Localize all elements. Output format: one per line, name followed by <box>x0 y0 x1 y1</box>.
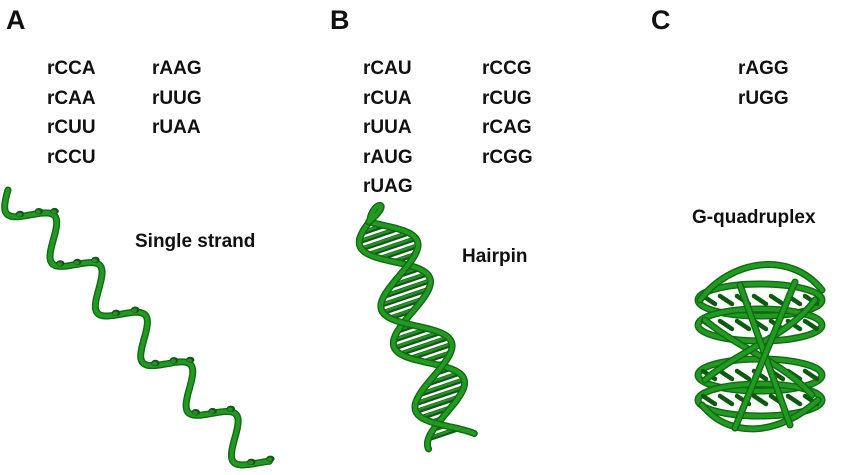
sequence-label: rUUG <box>152 87 202 109</box>
single-strand-rna-structure <box>1 186 275 469</box>
sequence-list-a-col2: rAAG rUUG rUAA <box>152 54 202 143</box>
sequence-list-a-col1: rCCA rCAA rCUU rCCU <box>47 54 96 172</box>
sequence-label: rUAA <box>152 117 201 138</box>
sequence-label: rAAG <box>152 58 202 79</box>
sequence-list-b-col2: rCCG rCUG rCAG rCGG <box>482 54 533 172</box>
sequence-label: rCCA <box>47 58 96 79</box>
sequence-label: rUAG <box>363 176 413 197</box>
sequence-label: rCCG <box>482 58 532 79</box>
sequence-label: rCUA <box>363 87 412 109</box>
sequence-label: rCAU <box>363 58 412 79</box>
panel-letter-b: B <box>330 5 350 35</box>
sequence-label: rCGG <box>482 146 533 168</box>
sequence-label: rCUG <box>482 87 532 109</box>
panel-letter-c: C <box>651 5 671 35</box>
g-quadruplex-rna-structure <box>694 261 826 433</box>
panel-letter-a: A <box>6 5 26 35</box>
sequence-list-c: rAGG rUGG <box>738 54 789 113</box>
structure-label-g-quadruplex: G-quadruplex <box>692 207 816 228</box>
sequence-list-b-col1: rCAU rCUA rUUA rAUG rUAG <box>363 54 413 202</box>
sequence-label: rAUG <box>363 146 413 168</box>
structure-label-hairpin: Hairpin <box>462 246 528 267</box>
sequence-label: rCAA <box>47 87 96 109</box>
hairpin-rna-structure <box>355 202 478 453</box>
sequence-label: rUUA <box>363 117 412 138</box>
sequence-label: rUGG <box>738 87 789 109</box>
structure-label-single-strand: Single strand <box>135 231 256 252</box>
sequence-label: rCCU <box>47 146 96 168</box>
sequence-label: rAGG <box>738 58 789 79</box>
sequence-label: rCAG <box>482 117 532 138</box>
sequence-label: rCUU <box>47 117 96 138</box>
